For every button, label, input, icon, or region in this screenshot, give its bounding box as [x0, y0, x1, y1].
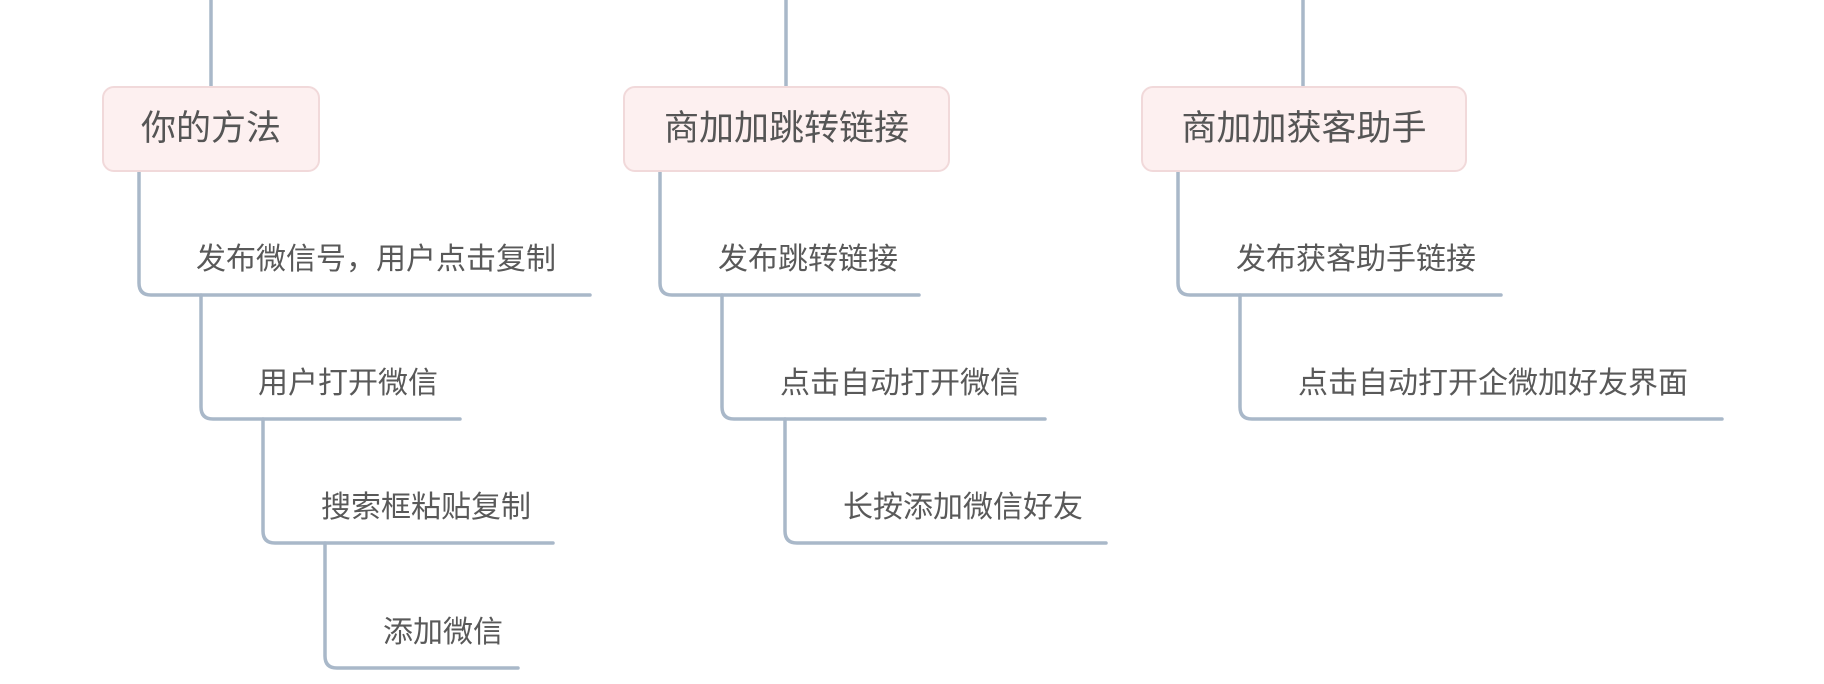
node-paste-search-box[interactable]: 搜索框粘贴复制	[321, 490, 531, 525]
branch-3-link-1	[1176, 170, 1503, 297]
branch-2-link-3	[783, 417, 1108, 545]
branch-2-link-1	[658, 170, 921, 297]
branch-1-link-1	[137, 170, 592, 297]
node-publish-assistant-link[interactable]: 发布获客助手链接	[1236, 242, 1476, 277]
branch-3-link-2	[1238, 293, 1724, 421]
node-auto-open-wechat[interactable]: 点击自动打开微信	[780, 366, 1020, 401]
node-add-wechat[interactable]: 添加微信	[383, 615, 503, 650]
node-auto-open-wecom-add-friend[interactable]: 点击自动打开企微加好友界面	[1298, 366, 1688, 401]
branch-1-link-3	[261, 417, 555, 545]
branch-1-link-2	[199, 293, 462, 421]
branch-2-link-2	[720, 293, 1047, 421]
node-long-press-add-friend[interactable]: 长按添加微信好友	[843, 490, 1083, 525]
node-user-open-wechat[interactable]: 用户打开微信	[258, 366, 438, 401]
node-publish-wechat-id[interactable]: 发布微信号，用户点击复制	[196, 242, 556, 277]
topic-redirect-link[interactable]: 商加加跳转链接	[623, 86, 950, 172]
branch-1-link-4	[323, 541, 520, 670]
topic-customer-assistant[interactable]: 商加加获客助手	[1141, 86, 1467, 172]
topic-your-method[interactable]: 你的方法	[102, 86, 320, 172]
node-publish-redirect-link[interactable]: 发布跳转链接	[718, 242, 898, 277]
